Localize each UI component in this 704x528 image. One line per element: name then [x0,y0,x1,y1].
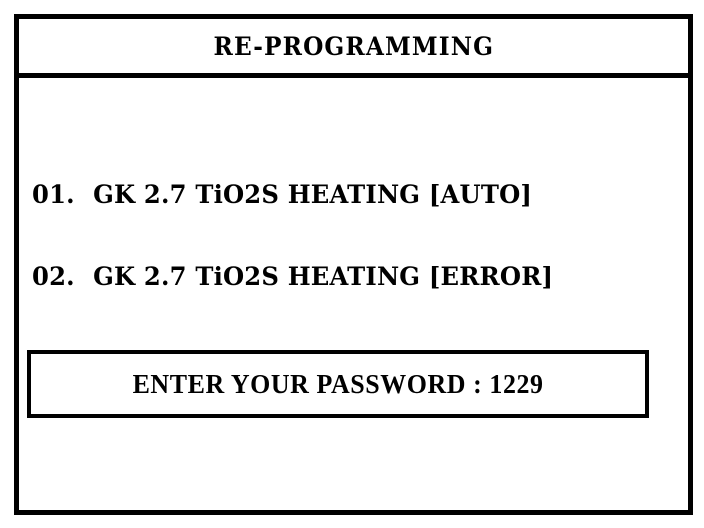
device-frame: RE-PROGRAMMING 01. GK 2.7 TiO2S HEATING … [14,14,693,515]
title-bar: RE-PROGRAMMING [19,19,688,78]
page-title: RE-PROGRAMMING [213,31,494,61]
menu-item-01-index: 01. [32,180,75,209]
menu-list: 01. GK 2.7 TiO2S HEATING [AUTO] 02. GK 2… [19,78,688,510]
menu-item-01-label: GK 2.7 TiO2S HEATING [AUTO] [93,180,533,209]
password-prompt-text: ENTER YOUR PASSWORD : 1229 [132,368,544,399]
menu-item-02-label: GK 2.7 TiO2S HEATING [ERROR] [93,262,554,291]
menu-item-02[interactable]: 02. GK 2.7 TiO2S HEATING [ERROR] [32,264,553,289]
menu-item-02-index: 02. [32,262,75,291]
menu-item-01[interactable]: 01. GK 2.7 TiO2S HEATING [AUTO] [32,182,532,207]
password-input[interactable]: ENTER YOUR PASSWORD : 1229 [27,350,649,418]
